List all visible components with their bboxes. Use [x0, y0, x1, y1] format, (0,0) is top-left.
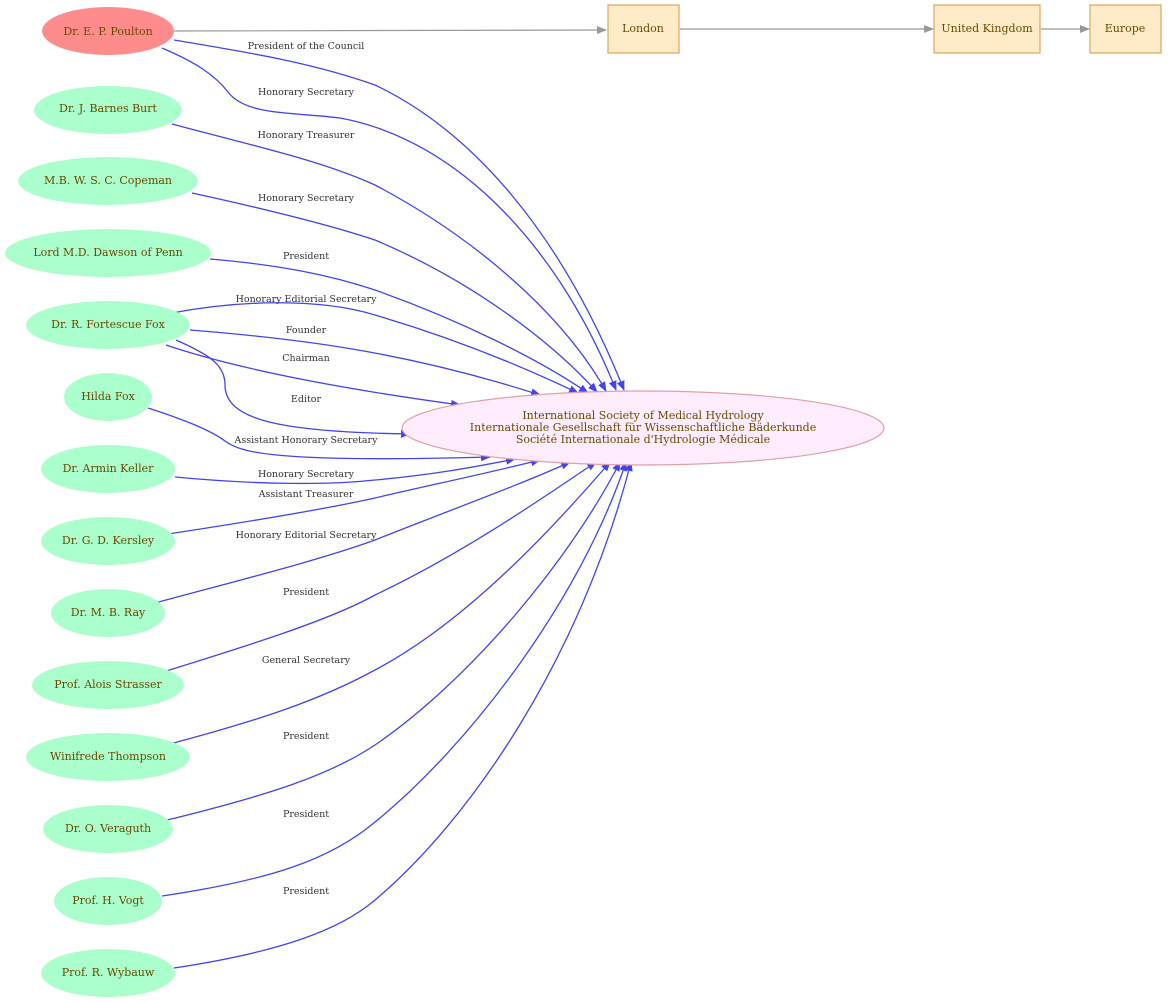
role-edge-copeman [191, 192, 598, 393]
role-label: President [283, 886, 329, 897]
person-node-wybauw[interactable]: Prof. R. Wybauw [41, 949, 175, 997]
role-edge-keller [174, 456, 516, 485]
role-label: Editor [291, 394, 322, 405]
role-label: Honorary Editorial Secretary [236, 294, 378, 305]
person-nodes: Dr. E. P. Poulton Dr. J. Barnes Burt M.B… [5, 7, 211, 997]
role-label: President [283, 809, 329, 820]
role-label: Chairman [282, 353, 329, 364]
role-edge-burt [171, 123, 607, 392]
person-node-burt[interactable]: Dr. J. Barnes Burt [34, 86, 182, 134]
person-label: Dr. J. Barnes Burt [59, 102, 157, 115]
role-label: President [283, 251, 329, 262]
role-edges [147, 39, 633, 969]
person-label: Lord M.D. Dawson of Penn [33, 246, 182, 259]
role-label: General Secretary [262, 655, 351, 666]
person-node-thompson[interactable]: Winifrede Thompson [26, 733, 190, 781]
role-edge-vogt [161, 461, 627, 897]
person-label: Hilda Fox [81, 390, 135, 403]
role-edge-ray [154, 461, 571, 604]
person-label: Dr. G. D. Kersley [62, 534, 155, 547]
person-label: Winifrede Thompson [50, 750, 166, 763]
role-edge-thompson [169, 461, 611, 745]
person-label: Dr. M. B. Ray [71, 606, 146, 619]
person-node-rfox[interactable]: Dr. R. Fortescue Fox [26, 301, 190, 349]
organization-node[interactable]: International Society of Medical Hydrolo… [401, 390, 885, 466]
location-chain: London United Kingdom Europe [173, 4, 1162, 54]
person-node-keller[interactable]: Dr. Armin Keller [41, 445, 175, 493]
role-edge-poulton-2 [161, 47, 617, 391]
role-edge-veraguth [162, 461, 621, 822]
role-label: Honorary Secretary [258, 87, 355, 98]
role-edge-poulton-1 [173, 39, 625, 391]
role-edge-rfox-2 [189, 329, 541, 397]
role-label: Assistant Treasurer [258, 489, 354, 500]
location-london[interactable]: London [607, 4, 680, 54]
person-label: Dr. R. Fortescue Fox [51, 318, 166, 331]
person-node-veraguth[interactable]: Dr. O. Veraguth [43, 805, 173, 853]
role-edge-dawson [209, 258, 589, 394]
role-edge-rfox-1 [171, 302, 579, 394]
role-edge-hfox [147, 407, 491, 462]
location-london-label: London [622, 22, 664, 35]
role-edge-rfox-4 [175, 339, 411, 438]
person-node-vogt[interactable]: Prof. H. Vogt [54, 877, 162, 925]
organization-name-fr: Société Internationale d'Hydrologie Médi… [516, 433, 770, 446]
role-label: Assistant Honorary Secretary [234, 435, 379, 446]
role-label: Honorary Treasurer [258, 130, 355, 141]
role-edge-strasser [162, 461, 597, 673]
person-node-kersley[interactable]: Dr. G. D. Kersley [41, 517, 175, 565]
person-label: Dr. Armin Keller [63, 462, 155, 475]
person-label: Prof. Alois Strasser [54, 678, 162, 691]
person-label: Prof. R. Wybauw [62, 966, 155, 979]
edge-poulton-london [173, 26, 607, 35]
person-label: M.B. W. S. C. Copeman [44, 174, 172, 187]
role-label: Honorary Editorial Secretary [236, 530, 378, 541]
person-node-dawson[interactable]: Lord M.D. Dawson of Penn [5, 229, 211, 277]
person-node-poulton[interactable]: Dr. E. P. Poulton [42, 7, 174, 55]
role-edge-kersley [167, 458, 541, 535]
role-labels: President of the Council Honorary Secret… [234, 41, 379, 897]
location-united-kingdom-label: United Kingdom [941, 22, 1033, 35]
location-united-kingdom[interactable]: United Kingdom [933, 4, 1041, 54]
organization-name-en: International Society of Medical Hydrolo… [522, 409, 764, 422]
role-edge-wybauw [173, 461, 633, 969]
role-label: Founder [286, 325, 327, 336]
role-label: Honorary Secretary [258, 193, 355, 204]
role-label: President of the Council [248, 41, 365, 52]
person-label: Dr. O. Veraguth [65, 822, 151, 835]
role-label: President [283, 587, 329, 598]
person-node-strasser[interactable]: Prof. Alois Strasser [32, 661, 184, 709]
person-label: Prof. H. Vogt [72, 894, 144, 907]
location-europe[interactable]: Europe [1089, 4, 1162, 54]
role-label: President [283, 731, 329, 742]
role-label: Honorary Secretary [258, 469, 355, 480]
person-node-hfox[interactable]: Hilda Fox [64, 373, 152, 421]
role-edge-rfox-3 [165, 344, 461, 408]
location-europe-label: Europe [1105, 22, 1146, 35]
person-node-copeman[interactable]: M.B. W. S. C. Copeman [18, 157, 198, 205]
person-label: Dr. E. P. Poulton [63, 25, 152, 38]
person-node-ray[interactable]: Dr. M. B. Ray [51, 589, 165, 637]
organization-name-de: Internationale Gesellschaft für Wissensc… [470, 421, 816, 434]
